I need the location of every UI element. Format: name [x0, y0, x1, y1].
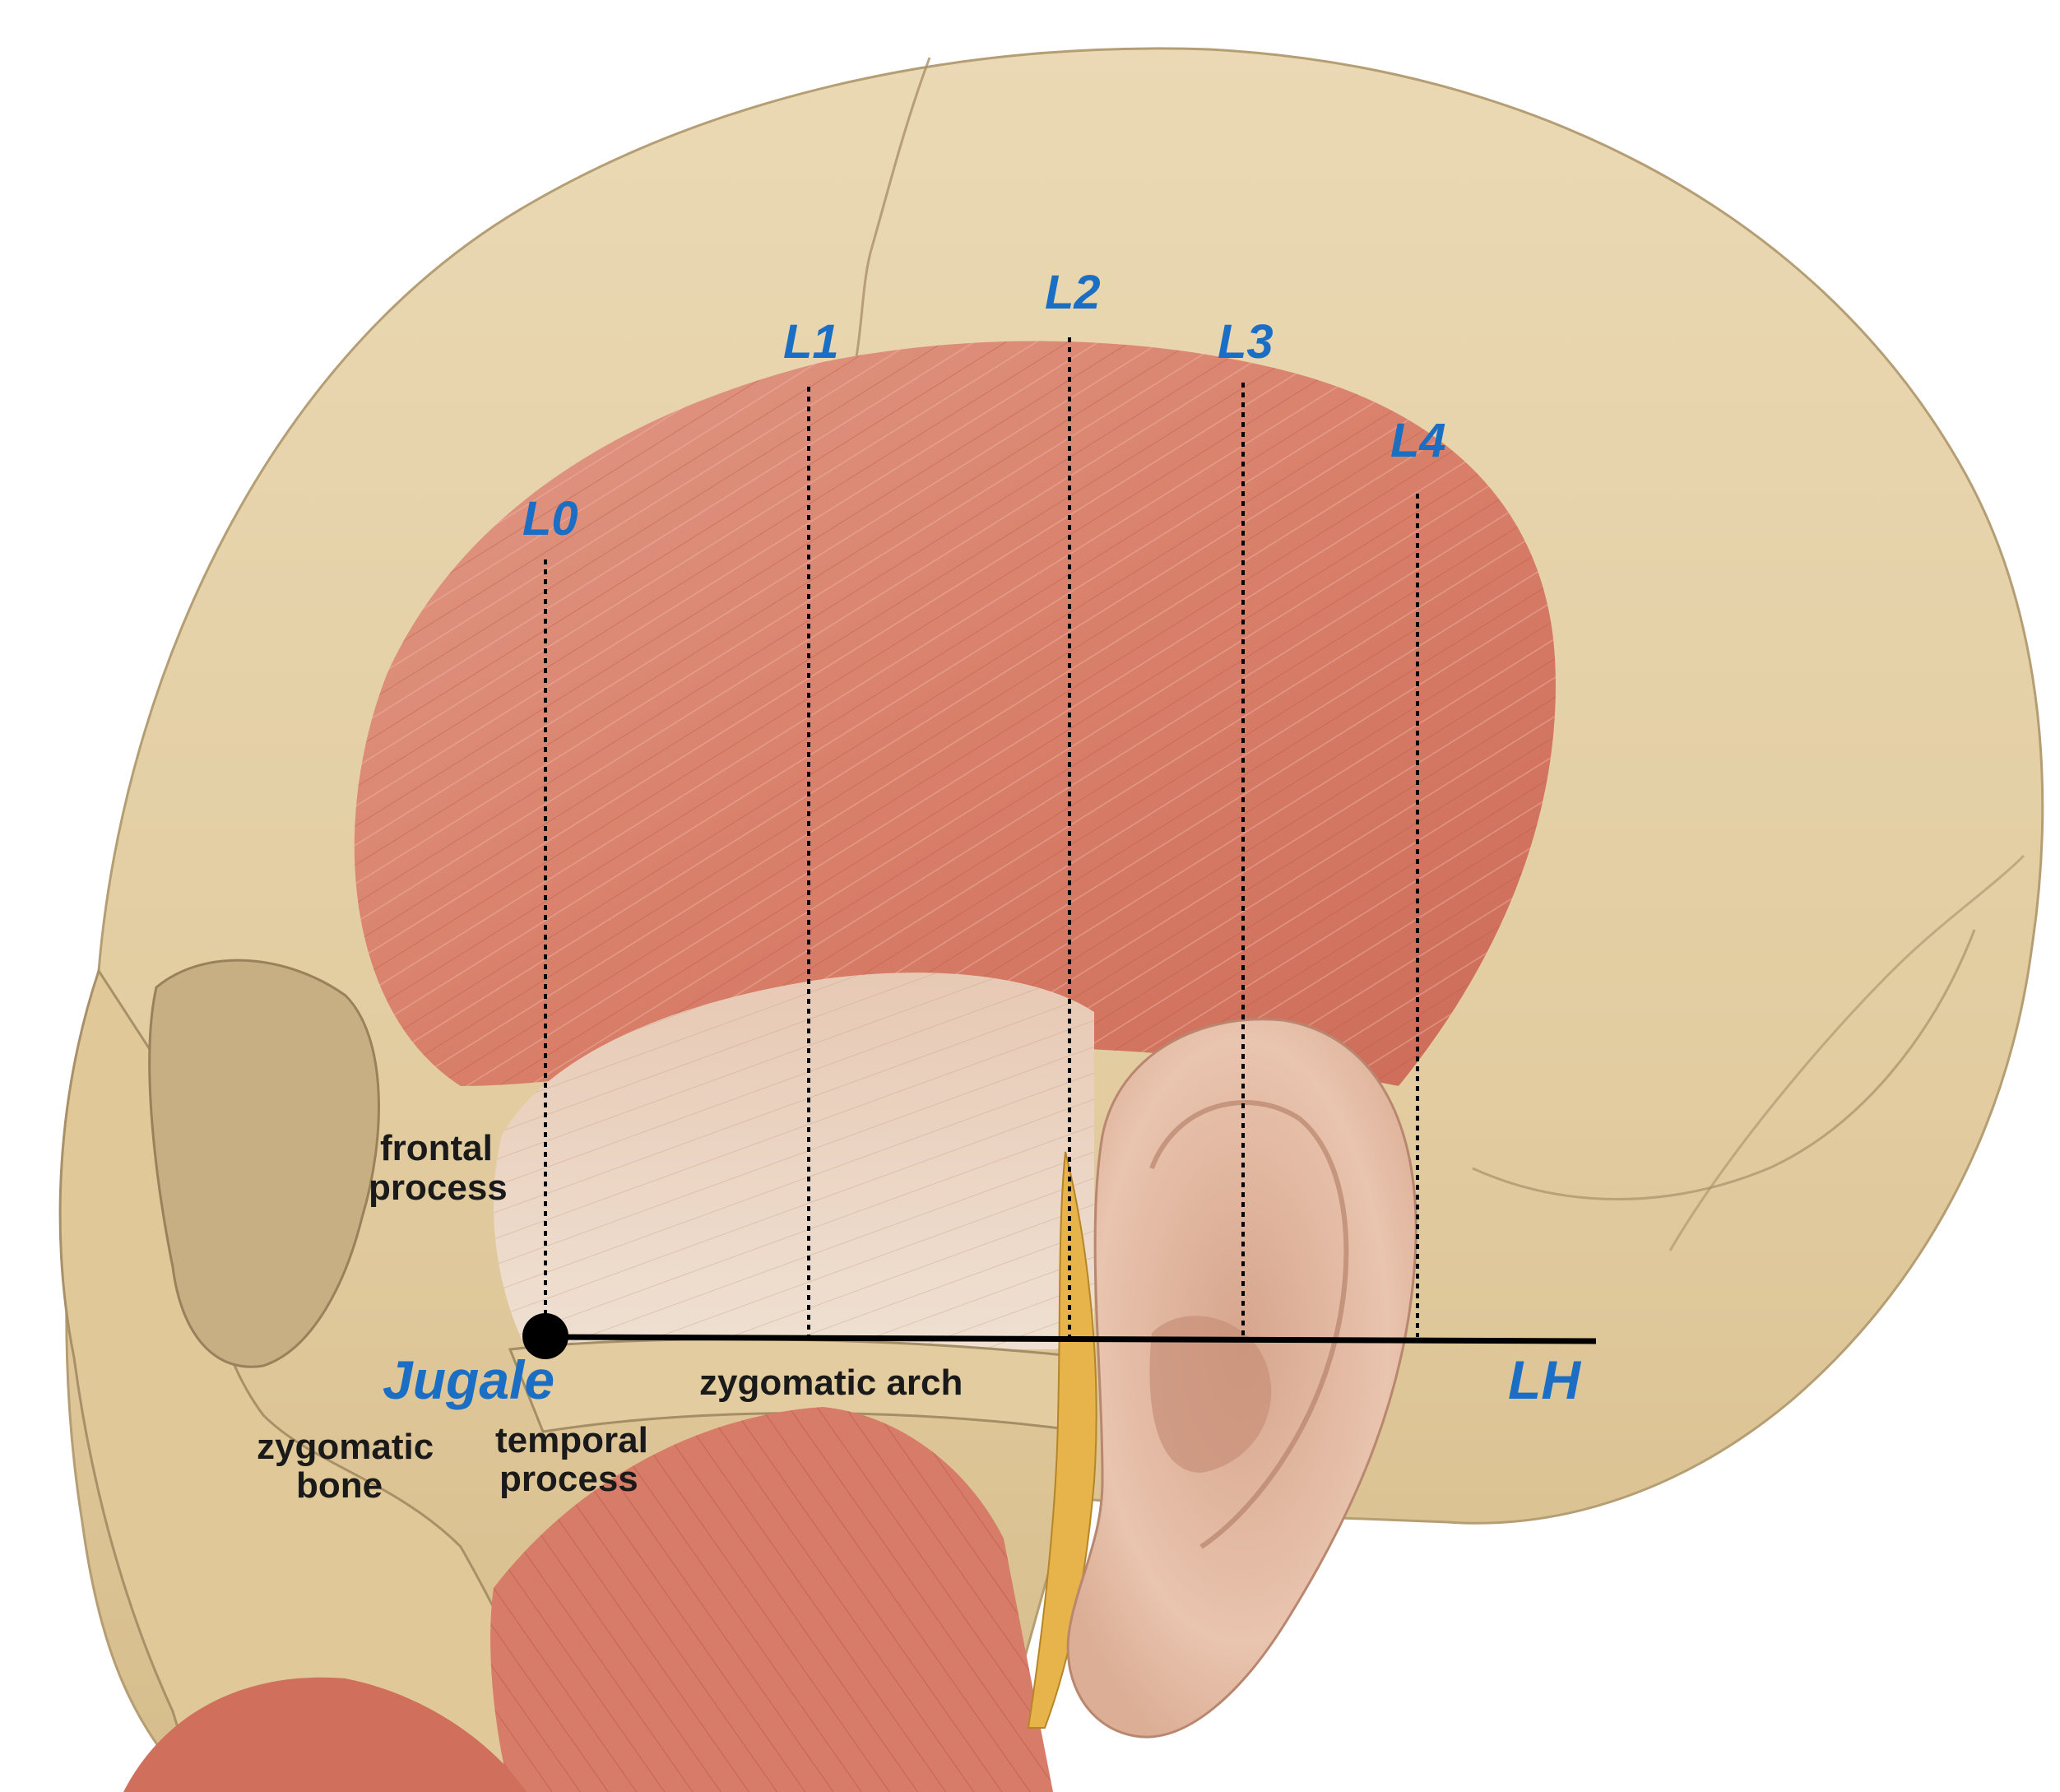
tendon-fibers [494, 973, 1094, 1349]
lambdoid-suture [1668, 854, 2025, 1251]
label-zygomatic-bone-line2: bone [296, 1465, 383, 1506]
ear-helix-inner [1149, 1100, 1349, 1549]
jugale-point [522, 1313, 568, 1359]
label-jugale: Jugale [383, 1349, 554, 1410]
label-frontal-process-line2: process [369, 1168, 508, 1208]
label-L1: L1 [783, 315, 839, 369]
label-temporal-process-line1: temporal [495, 1420, 648, 1460]
label-L0: L0 [522, 492, 578, 545]
squamous-suture [1472, 929, 1976, 1200]
label-frontal-process-line1: frontal [380, 1128, 493, 1168]
coronal-suture [846, 57, 931, 396]
label-temporal-process-line2: process [499, 1459, 638, 1499]
label-zygomatic-arch: zygomatic arch [699, 1363, 963, 1403]
temporalis-fibers [354, 341, 1556, 1086]
line-LH [545, 1334, 1597, 1344]
label-L2: L2 [1045, 266, 1101, 319]
label-LH: LH [1508, 1349, 1581, 1410]
lower-face-muscle [123, 1677, 527, 1792]
label-L3: L3 [1218, 315, 1274, 369]
ear-concha [1149, 1316, 1272, 1473]
orbit [148, 959, 380, 1368]
label-zygomatic-bone-line1: zygomatic [257, 1427, 434, 1467]
preauricular-fat [1027, 1151, 1097, 1729]
label-L4: L4 [1390, 414, 1446, 467]
masseter-fibers [490, 1407, 1053, 1792]
